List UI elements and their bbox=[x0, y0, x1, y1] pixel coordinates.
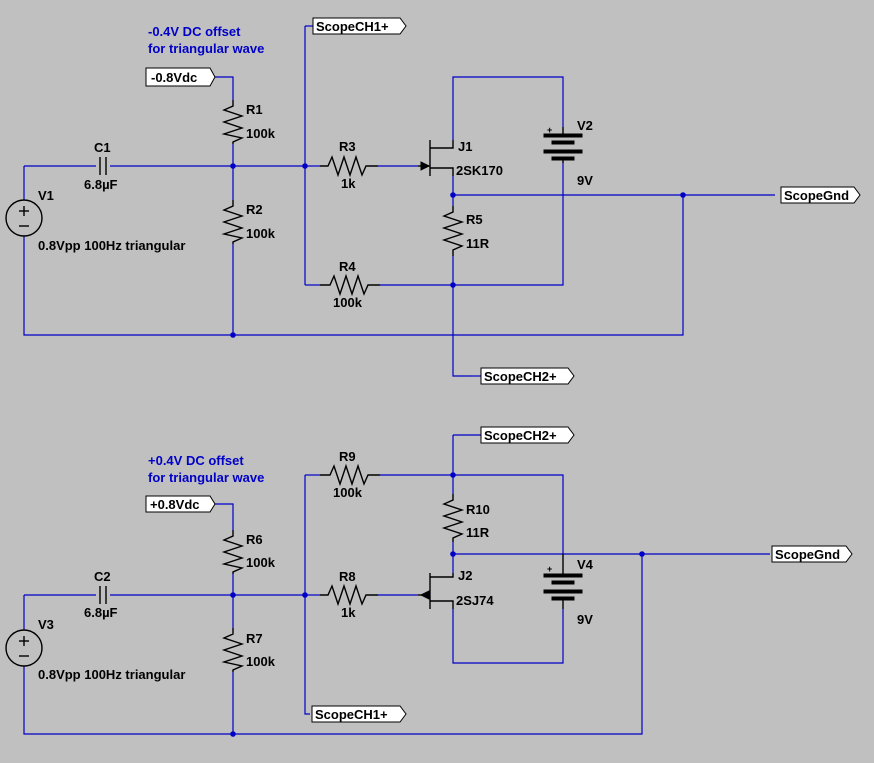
r5-value: 11R bbox=[466, 236, 490, 251]
r7-resistor-icon[interactable] bbox=[221, 628, 245, 672]
svg-text:ScopeCH2+: ScopeCH2+ bbox=[484, 428, 557, 443]
c1-name: C1 bbox=[94, 140, 111, 155]
j2-value: 2SJ74 bbox=[456, 593, 494, 608]
svg-text:-0.8Vdc: -0.8Vdc bbox=[151, 70, 197, 85]
bias-flag-minus[interactable]: -0.8Vdc bbox=[145, 67, 216, 87]
bias-flag-plus[interactable]: +0.8Vdc bbox=[145, 495, 216, 513]
r2-value: 100k bbox=[246, 226, 276, 241]
r6-resistor-icon[interactable] bbox=[221, 530, 245, 574]
junction-dot bbox=[230, 731, 236, 737]
r3-resistor-icon[interactable] bbox=[320, 154, 378, 178]
v1-value: 0.8Vpp 100Hz triangular bbox=[38, 238, 185, 253]
c2-value: 6.8µF bbox=[84, 605, 118, 620]
r6-value: 100k bbox=[246, 555, 276, 570]
v1-voltage-source-icon[interactable] bbox=[5, 199, 43, 237]
v4-battery-icon[interactable]: + bbox=[543, 554, 583, 609]
r5-name: R5 bbox=[466, 212, 483, 227]
junction-dot bbox=[230, 592, 236, 598]
r5-resistor-icon[interactable] bbox=[441, 206, 465, 256]
scope-ch2-flag-bottom[interactable]: ScopeCH2+ bbox=[480, 426, 575, 444]
svg-text:+: + bbox=[547, 564, 552, 574]
r8-name: R8 bbox=[339, 569, 356, 584]
v2-name: V2 bbox=[577, 118, 593, 133]
junction-dot bbox=[639, 551, 645, 557]
v2-value: 9V bbox=[577, 173, 593, 188]
junction-dot bbox=[450, 472, 456, 478]
circuit-1: V1 0.8Vpp 100Hz triangular C1 6.8µF R1 1… bbox=[5, 17, 861, 385]
circuit-2: V3 0.8Vpp 100Hz triangular C2 6.8µF R6 1… bbox=[5, 426, 853, 737]
scope-ch1-flag-bottom[interactable]: ScopeCH1+ bbox=[311, 705, 407, 723]
svg-text:ScopeCH2+: ScopeCH2+ bbox=[484, 369, 557, 384]
v3-value: 0.8Vpp 100Hz triangular bbox=[38, 667, 185, 682]
v4-value: 9V bbox=[577, 612, 593, 627]
circuit-2-wires bbox=[23, 434, 770, 735]
junction-dot bbox=[302, 592, 308, 598]
junction-dot bbox=[450, 192, 456, 198]
circuit-2-note-line2: for triangular wave bbox=[148, 470, 264, 485]
r4-value: 100k bbox=[333, 295, 363, 310]
j1-jfet-icon[interactable] bbox=[418, 140, 454, 176]
junction-dot bbox=[680, 192, 686, 198]
j1-value: 2SK170 bbox=[456, 163, 503, 178]
junction-dot bbox=[302, 163, 308, 169]
svg-text:ScopeGnd: ScopeGnd bbox=[775, 547, 840, 562]
r4-name: R4 bbox=[339, 259, 356, 274]
r3-name: R3 bbox=[339, 139, 356, 154]
v3-voltage-source-icon[interactable] bbox=[5, 629, 43, 667]
r10-resistor-icon[interactable] bbox=[441, 494, 465, 542]
r7-value: 100k bbox=[246, 654, 276, 669]
svg-text:ScopeGnd: ScopeGnd bbox=[784, 188, 849, 203]
r10-name: R10 bbox=[466, 502, 490, 517]
scope-gnd-flag-top[interactable]: ScopeGnd bbox=[780, 186, 861, 204]
r1-value: 100k bbox=[246, 126, 276, 141]
r10-value: 11R bbox=[466, 525, 490, 540]
circuit-2-note-line1: +0.4V DC offset bbox=[148, 453, 244, 468]
v1-name: V1 bbox=[38, 188, 54, 203]
c1-capacitor-icon[interactable] bbox=[99, 157, 107, 175]
j1-name: J1 bbox=[458, 139, 472, 154]
r2-resistor-icon[interactable] bbox=[221, 200, 245, 244]
j2-name: J2 bbox=[458, 568, 472, 583]
c2-name: C2 bbox=[94, 569, 111, 584]
r1-resistor-icon[interactable] bbox=[221, 100, 245, 144]
circuit-1-wires bbox=[23, 26, 775, 377]
v3-name: V3 bbox=[38, 617, 54, 632]
r9-resistor-icon[interactable] bbox=[320, 463, 380, 487]
r6-name: R6 bbox=[246, 532, 263, 547]
scope-gnd-flag-bottom[interactable]: ScopeGnd bbox=[771, 545, 853, 563]
j2-jfet-icon[interactable] bbox=[418, 573, 454, 609]
c2-capacitor-icon[interactable] bbox=[99, 586, 107, 604]
r7-name: R7 bbox=[246, 631, 263, 646]
svg-text:+0.8Vdc: +0.8Vdc bbox=[150, 497, 200, 512]
r9-value: 100k bbox=[333, 485, 363, 500]
v4-name: V4 bbox=[577, 557, 594, 572]
c1-value: 6.8µF bbox=[84, 177, 118, 192]
r8-value: 1k bbox=[341, 605, 356, 620]
r9-name: R9 bbox=[339, 449, 356, 464]
circuit-1-note-line2: for triangular wave bbox=[148, 41, 264, 56]
svg-text:ScopeCH1+: ScopeCH1+ bbox=[315, 707, 388, 722]
r2-name: R2 bbox=[246, 202, 263, 217]
v2-battery-icon[interactable]: + bbox=[543, 125, 583, 163]
r4-resistor-icon[interactable] bbox=[320, 273, 380, 297]
junction-dot bbox=[450, 551, 456, 557]
svg-text:+: + bbox=[547, 125, 552, 135]
junction-dot bbox=[230, 332, 236, 338]
scope-ch1-flag-top[interactable]: ScopeCH1+ bbox=[305, 17, 407, 35]
r3-value: 1k bbox=[341, 176, 356, 191]
circuit-1-junctions bbox=[230, 163, 686, 338]
svg-text:ScopeCH1+: ScopeCH1+ bbox=[316, 19, 389, 34]
junction-dot bbox=[230, 163, 236, 169]
circuit-1-note-line1: -0.4V DC offset bbox=[148, 24, 241, 39]
junction-dot bbox=[450, 282, 456, 288]
r8-resistor-icon[interactable] bbox=[320, 583, 378, 607]
scope-ch2-flag-top[interactable]: ScopeCH2+ bbox=[470, 367, 575, 385]
circuit-2-junctions bbox=[230, 472, 645, 737]
r1-name: R1 bbox=[246, 102, 263, 117]
